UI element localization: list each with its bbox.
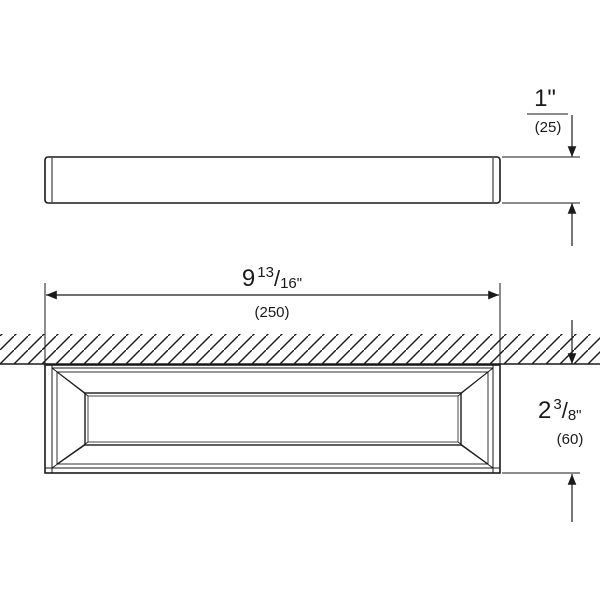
depth-whole: 2 xyxy=(538,397,551,424)
height-dimension-imperial: 1" xyxy=(534,85,556,112)
depth-numerator: 3 xyxy=(553,396,561,413)
bevel-corner-bottom-left-2 xyxy=(56,441,89,465)
side-view-shelf-outline xyxy=(44,156,501,204)
depth-denominator: 8" xyxy=(568,407,582,424)
bevel-corner-bottom-right-2 xyxy=(457,441,489,465)
wall-hatch xyxy=(0,334,600,364)
bevel-corner-top-left-2 xyxy=(56,371,89,397)
width-whole: 9 xyxy=(242,265,255,292)
width-numerator: 13 xyxy=(257,264,274,281)
top-view-shelf-outer xyxy=(44,364,501,474)
width-dimension-metric: (250) xyxy=(254,304,289,321)
side-view: 1" (25) xyxy=(44,85,580,246)
shelf-inner-tray xyxy=(84,392,462,446)
width-slash: / xyxy=(274,266,281,291)
depth-slash: / xyxy=(562,398,569,423)
depth-dimension-metric: (60) xyxy=(557,431,584,448)
shelf-bevel-outer-2 xyxy=(56,371,489,465)
width-denominator: 16" xyxy=(280,275,302,292)
bevel-corner-top-right-2 xyxy=(457,371,489,397)
shelf-inner-tray-lip xyxy=(87,395,459,443)
shelf-bevel-outer xyxy=(51,367,494,469)
height-dimension-metric: (25) xyxy=(535,119,562,136)
